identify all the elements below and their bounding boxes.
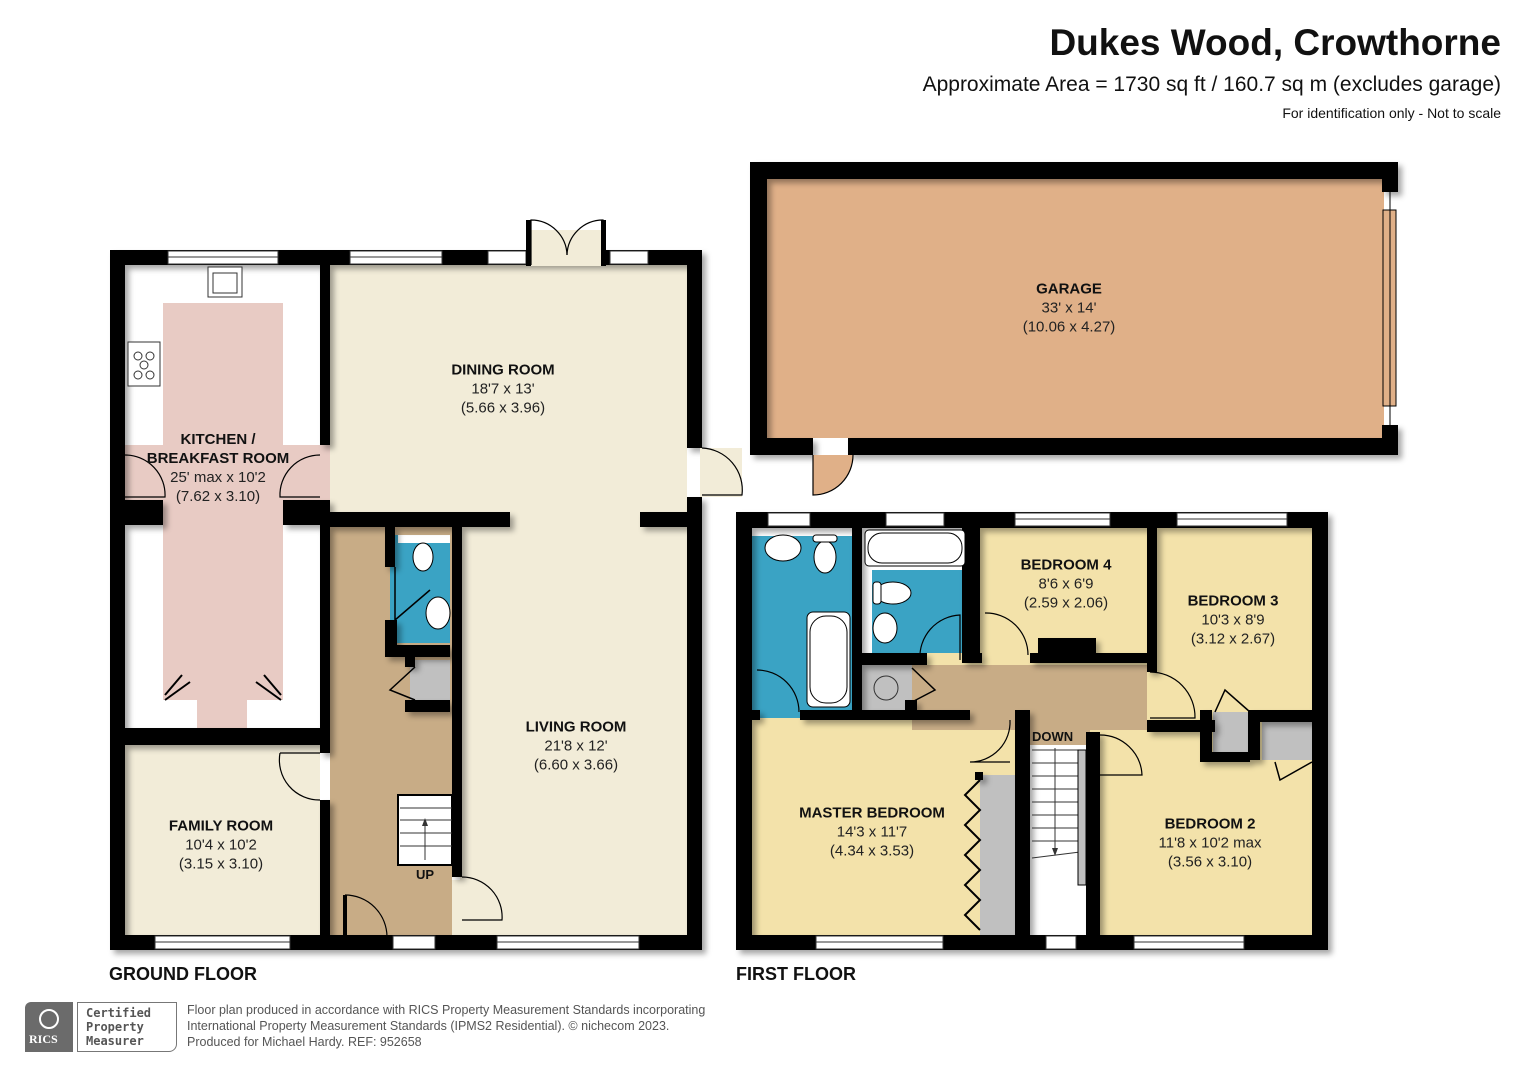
rics-emblem-icon	[39, 1009, 59, 1029]
room-dims-metric: (3.15 x 3.10)	[178, 855, 264, 873]
room-name: MASTER BEDROOM	[799, 804, 945, 822]
room-label-living: LIVING ROOM 21'8 x 12' (6.60 x 3.66)	[526, 718, 627, 775]
room-name: DINING ROOM	[451, 361, 555, 379]
room-dims-metric: (3.56 x 3.10)	[1167, 853, 1253, 871]
room-dims-metric: (3.12 x 2.67)	[1190, 630, 1276, 648]
room-name: FAMILY ROOM	[168, 817, 274, 835]
ground-floor-label: GROUND FLOOR	[109, 964, 257, 984]
room-dims-imperial: 8'6 x 6'9	[1038, 575, 1094, 593]
footer-line-1: Floor plan produced in accordance with R…	[187, 1003, 706, 1017]
room-label-kitchen: KITCHEN / BREAKFAST ROOM 25' max x 10'2 …	[147, 430, 290, 506]
room-label-dining: DINING ROOM 18'7 x 13' (5.66 x 3.96)	[451, 361, 554, 418]
scale-disclaimer: For identification only - Not to scale	[1282, 105, 1501, 121]
room-label-bedroom-4: BEDROOM 4 8'6 x 6'9 (2.59 x 2.06)	[1021, 556, 1112, 613]
room-dims-metric: (2.59 x 2.06)	[1023, 594, 1109, 612]
room-label-garage: GARAGE 33' x 14' (10.06 x 4.27)	[1023, 280, 1116, 337]
living-floor	[460, 515, 687, 935]
family-floor	[125, 745, 320, 935]
room-dims-imperial: 25' max x 10'2	[170, 469, 266, 486]
room-name: LIVING ROOM	[525, 718, 627, 736]
wardrobe	[980, 775, 1020, 935]
airing-cupboard	[862, 665, 912, 710]
stairs-up-label: UP	[416, 867, 435, 882]
room-dims-metric: (6.60 x 3.66)	[533, 756, 619, 774]
stairwell	[1030, 745, 1086, 935]
footer-line-2: International Property Measurement Stand…	[187, 1019, 670, 1033]
room-dims-imperial: 10'3 x 8'9	[1201, 611, 1265, 629]
room-name: GARAGE	[1036, 280, 1102, 298]
rics-certified-badge: RICS Certified Property Measurer	[25, 1002, 177, 1052]
room-dims-metric: (5.66 x 3.96)	[460, 399, 546, 417]
rics-text: RICS	[29, 1032, 58, 1046]
room-dims-imperial: 14'3 x 11'7	[836, 823, 908, 841]
room-dims-imperial: 21'8 x 12'	[544, 737, 608, 755]
room-dims-imperial: 11'8 x 10'2 max	[1158, 834, 1262, 852]
dining-floor	[330, 265, 687, 515]
room-label-family: FAMILY ROOM 10'4 x 10'2 (3.15 x 3.10)	[169, 817, 273, 874]
rics-logo: RICS	[25, 1002, 73, 1052]
garage-plan	[750, 162, 1398, 496]
property-title: Dukes Wood, Crowthorne	[1049, 22, 1501, 63]
room-name: BEDROOM 2	[1164, 815, 1256, 833]
room-name: KITCHEN /	[180, 431, 256, 448]
first-floor-label: FIRST FLOOR	[736, 964, 856, 984]
stairs-down-label: DOWN	[1032, 729, 1074, 744]
room-dims-metric: (10.06 x 4.27)	[1022, 318, 1116, 336]
first-floor-plan	[736, 512, 1328, 950]
room-label-bedroom-3: BEDROOM 3 10'3 x 8'9 (3.12 x 2.67)	[1188, 592, 1279, 649]
room-dims-metric: (7.62 x 3.10)	[175, 488, 261, 505]
room-name: BEDROOM 3	[1187, 592, 1279, 610]
room-name: BEDROOM 4	[1020, 556, 1112, 574]
room-dims-imperial: 18'7 x 13'	[471, 380, 535, 398]
room-dims-metric: (4.34 x 3.53)	[829, 842, 915, 860]
room-dims-imperial: 33' x 14'	[1041, 299, 1097, 317]
approximate-area: Approximate Area = 1730 sq ft / 160.7 sq…	[922, 73, 1501, 96]
footer-line-3: Produced for Michael Hardy. REF: 952658	[187, 1035, 422, 1049]
room-dims-imperial: 10'4 x 10'2	[185, 836, 257, 854]
room-name-line2: BREAKFAST ROOM	[146, 450, 290, 467]
certified-property-measurer-text: Certified Property Measurer	[86, 1006, 152, 1048]
room-label-bedroom-2: BEDROOM 2 11'8 x 10'2 max (3.56 x 3.10)	[1158, 815, 1261, 872]
footer-disclaimer: Floor plan produced in accordance with R…	[187, 1002, 705, 1050]
ground-floor-plan	[110, 219, 743, 950]
room-label-master-bedroom: MASTER BEDROOM 14'3 x 11'7 (4.34 x 3.53)	[799, 804, 945, 861]
